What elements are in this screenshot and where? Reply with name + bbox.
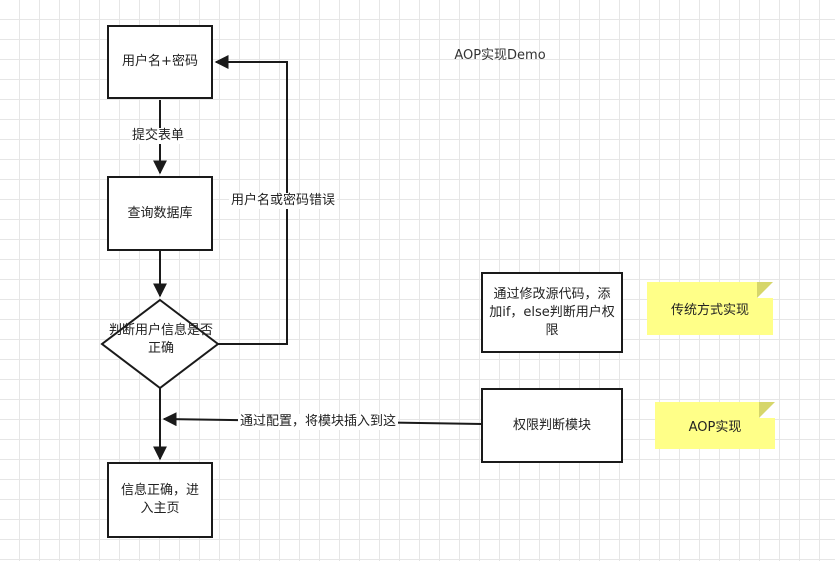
node-query-db[interactable]: 查询数据库 xyxy=(107,176,213,251)
node-login-label: 用户名+密码 xyxy=(122,54,198,69)
node-modify-source-label: 通过修改源代码，添加if，else判断用户权限 xyxy=(489,286,615,338)
decision-diamond xyxy=(100,298,220,390)
edge-label-submit-form: 提交表单 xyxy=(130,128,187,144)
note-aop[interactable]: AOP实现 xyxy=(655,402,775,449)
diagram-title: AOP实现Demo xyxy=(454,48,546,63)
node-query-db-label: 查询数据库 xyxy=(127,205,193,221)
node-login[interactable]: 用户名+密码 xyxy=(107,25,213,99)
node-permission-module-label: 权限判断模块 xyxy=(512,417,591,433)
edge-label-wrong-credentials: 用户名或密码错误 xyxy=(229,193,338,209)
node-home-label: 信息正确，进入主页 xyxy=(120,483,199,516)
node-modify-source[interactable]: 通过修改源代码，添加if，else判断用户权限 xyxy=(481,272,623,353)
note-aop-label: AOP实现 xyxy=(688,420,742,435)
node-check-user-label: 判断用户信息是否正确 xyxy=(108,323,213,356)
edge-label-inject-module: 通过配置，将模块插入到这 xyxy=(238,414,399,430)
node-home[interactable]: 信息正确，进入主页 xyxy=(107,462,213,538)
note-traditional[interactable]: 传统方式实现 xyxy=(647,282,773,335)
node-permission-module[interactable]: 权限判断模块 xyxy=(481,388,623,463)
note-traditional-label: 传统方式实现 xyxy=(670,303,749,318)
